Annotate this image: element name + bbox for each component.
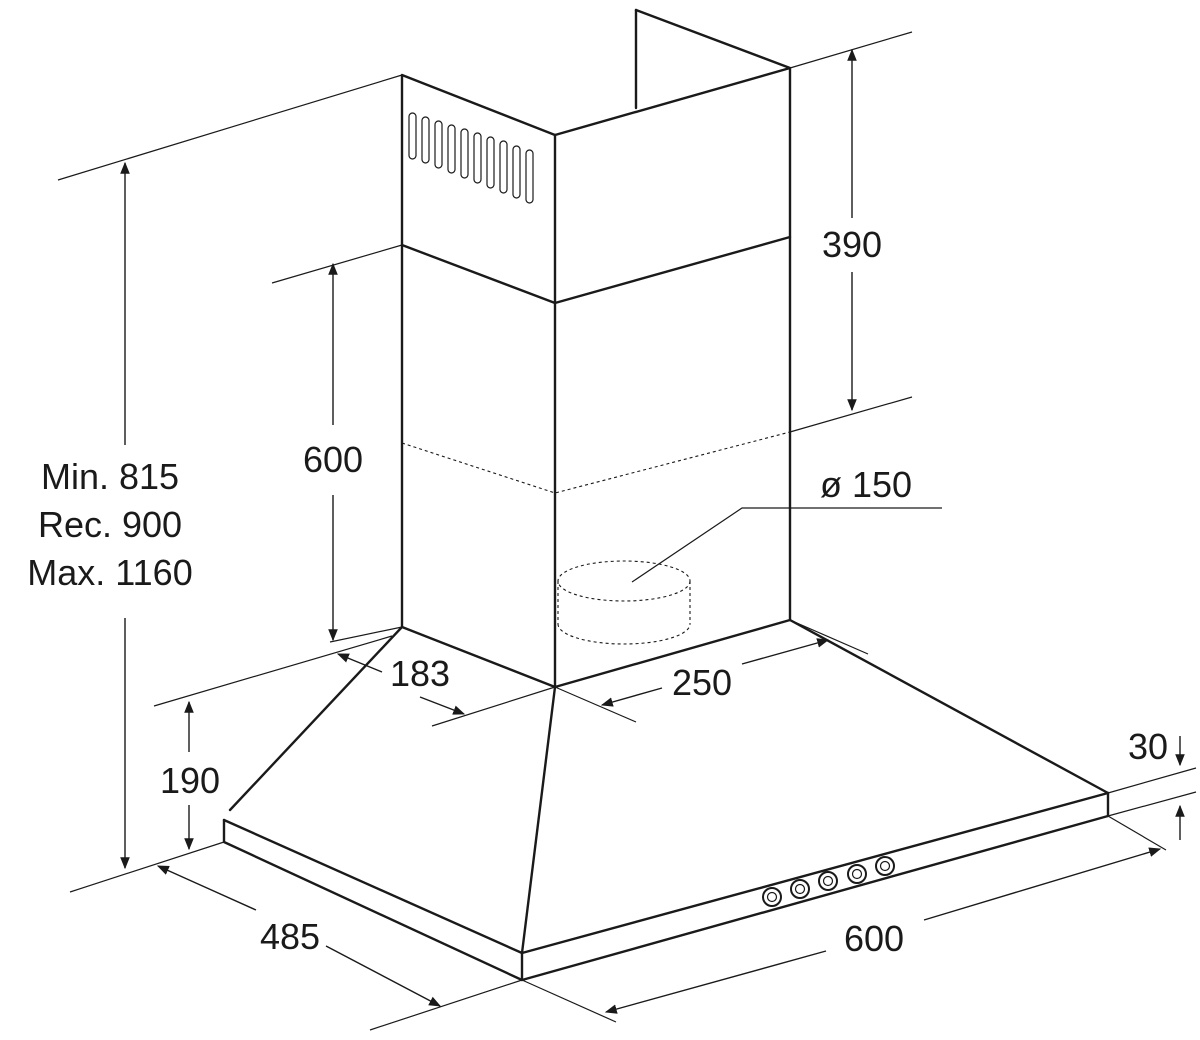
hood-depth-label: 485 [260,916,320,957]
lower-chimney [400,235,792,689]
hood-width-label: 600 [844,918,904,959]
chimney-upper-label: 390 [822,224,882,265]
canopy-height-label: 190 [160,760,220,801]
knob-icon [790,879,810,899]
rim-height-label: 30 [1128,726,1168,767]
chimney-depth-label: 183 [390,653,450,694]
knob-icon [818,871,838,891]
dimension-labels: Min. 815 Rec. 900 Max. 1160 600 390 ø 15… [27,224,1168,959]
height-rec-label: Rec. 900 [38,504,182,545]
canopy [222,618,1110,982]
knob-icon [762,887,782,907]
control-knobs [762,856,895,907]
height-min-label: Min. 815 [41,456,179,497]
dimension-lines [120,48,1185,1014]
height-max-label: Max. 1160 [27,552,192,593]
upper-chimney [400,8,792,305]
vent-slots [408,112,534,204]
chimney-width-label: 250 [672,662,732,703]
knob-icon [875,856,895,876]
knob-icon [847,864,867,884]
duct-diameter-label: ø 150 [820,464,912,505]
extension-lines [57,31,1197,1031]
duct-outlet [557,507,942,645]
chimney-lower-label: 600 [303,439,363,480]
